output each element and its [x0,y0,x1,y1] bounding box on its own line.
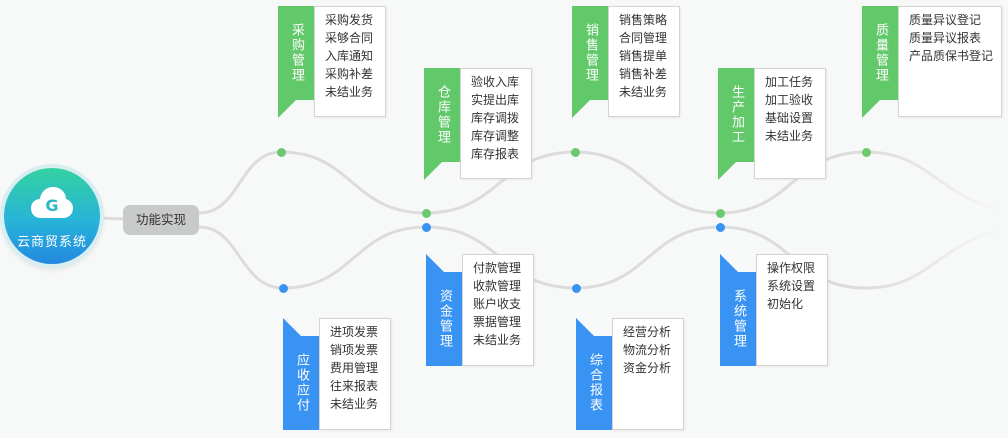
module-item[interactable]: 销项发票 [330,343,379,357]
module-item[interactable]: 经营分析 [623,325,672,339]
module-title[interactable]: 采购管理 [278,6,314,100]
module-title[interactable]: 仓库管理 [424,68,460,162]
module-item[interactable]: 往来报表 [330,379,379,393]
hub-link-line [98,216,125,221]
module-item[interactable]: 库存调拨 [471,111,520,125]
module-item-list: 经营分析物流分析资金分析 [612,318,684,430]
junction-dot [716,223,725,232]
module-item[interactable]: 未结业务 [473,333,522,347]
module-item[interactable]: 未结业务 [330,397,379,411]
module-item[interactable]: 进项发票 [330,325,379,339]
module-pointer [718,162,736,180]
module-item[interactable]: 合同管理 [619,31,668,45]
module-item-list: 操作权限系统设置初始化 [756,254,828,366]
module-pointer [572,100,590,118]
module-title[interactable]: 销售管理 [572,6,608,100]
module-item[interactable]: 费用管理 [330,361,379,375]
module-item[interactable]: 收款管理 [473,279,522,293]
system-hub[interactable]: G 云商贸系统 [4,168,100,264]
module-item-list: 质量异议登记质量异议报表产品质保书登记 [898,6,1002,117]
module-item[interactable]: 账户收支 [473,297,522,311]
module-item[interactable]: 产品质保书登记 [909,49,994,63]
junction-dot [422,223,431,232]
module-item[interactable]: 加工任务 [765,75,814,89]
module-item[interactable]: 质量异议登记 [909,13,982,27]
module-item[interactable]: 采购补差 [325,67,374,81]
module-item[interactable]: 销售策略 [619,13,668,27]
module-item[interactable]: 物流分析 [623,343,672,357]
module-pointer [283,318,301,336]
cloud-icon: G [31,187,73,218]
module-item[interactable]: 质量异议报表 [909,31,982,45]
module-item[interactable]: 系统设置 [767,279,816,293]
module-item[interactable]: 采购发货 [325,13,374,27]
module-item[interactable]: 销售提单 [619,49,668,63]
module-item[interactable]: 销售补差 [619,67,668,81]
module-item[interactable]: 加工验收 [765,93,814,107]
module-item[interactable]: 实提出库 [471,93,520,107]
junction-dot [572,284,581,293]
module-item-list: 进项发票销项发票费用管理往来报表未结业务 [319,318,391,430]
module-pointer [278,100,296,118]
module-item-list: 采购发货采够合同入库通知采购补差未结业务 [314,6,386,117]
module-title[interactable]: 综合报表 [576,336,612,430]
module-item[interactable]: 未结业务 [765,129,814,143]
module-item[interactable]: 基础设置 [765,111,814,125]
junction-dot [862,148,871,157]
module-item[interactable]: 库存调整 [471,129,520,143]
module-item[interactable]: 库存报表 [471,147,520,161]
module-title[interactable]: 应收应付 [283,336,319,430]
module-item[interactable]: 初始化 [767,297,804,311]
wave-fade-lower [864,228,1007,290]
module-title[interactable]: 资金管理 [426,272,462,366]
module-pointer [426,254,444,272]
module-item[interactable]: 未结业务 [619,85,668,99]
module-title[interactable]: 生产加工 [718,68,754,162]
module-item[interactable]: 操作权限 [767,261,816,275]
wave-fade-upper [864,150,1007,212]
module-item-list: 加工任务加工验收基础设置未结业务 [754,68,826,179]
module-pointer [720,254,738,272]
junction-dot [279,284,288,293]
hub-label: 云商贸系统 [16,235,87,250]
module-title[interactable]: 系统管理 [720,272,756,366]
svg-text:G: G [45,196,58,215]
module-pointer [576,318,594,336]
module-item[interactable]: 入库通知 [325,49,374,63]
module-item[interactable]: 票据管理 [473,315,522,329]
junction-dot [422,209,431,218]
module-item[interactable]: 资金分析 [623,361,672,375]
junction-dot [716,209,725,218]
junction-dot [277,148,286,157]
module-pointer [424,162,442,180]
module-item-list: 付款管理收款管理账户收支票据管理未结业务 [462,254,534,366]
module-item-list: 销售策略合同管理销售提单销售补差未结业务 [608,6,680,117]
module-item[interactable]: 验收入库 [471,75,520,89]
module-pointer [862,100,880,118]
module-item[interactable]: 采够合同 [325,31,374,45]
module-item[interactable]: 未结业务 [325,85,374,99]
module-item[interactable]: 付款管理 [473,261,522,275]
module-title[interactable]: 质量管理 [862,6,898,100]
module-item-list: 验收入库实提出库库存调拨库存调整库存报表 [460,68,532,179]
junction-dot [571,148,580,157]
function-label[interactable]: 功能实现 [123,205,199,235]
